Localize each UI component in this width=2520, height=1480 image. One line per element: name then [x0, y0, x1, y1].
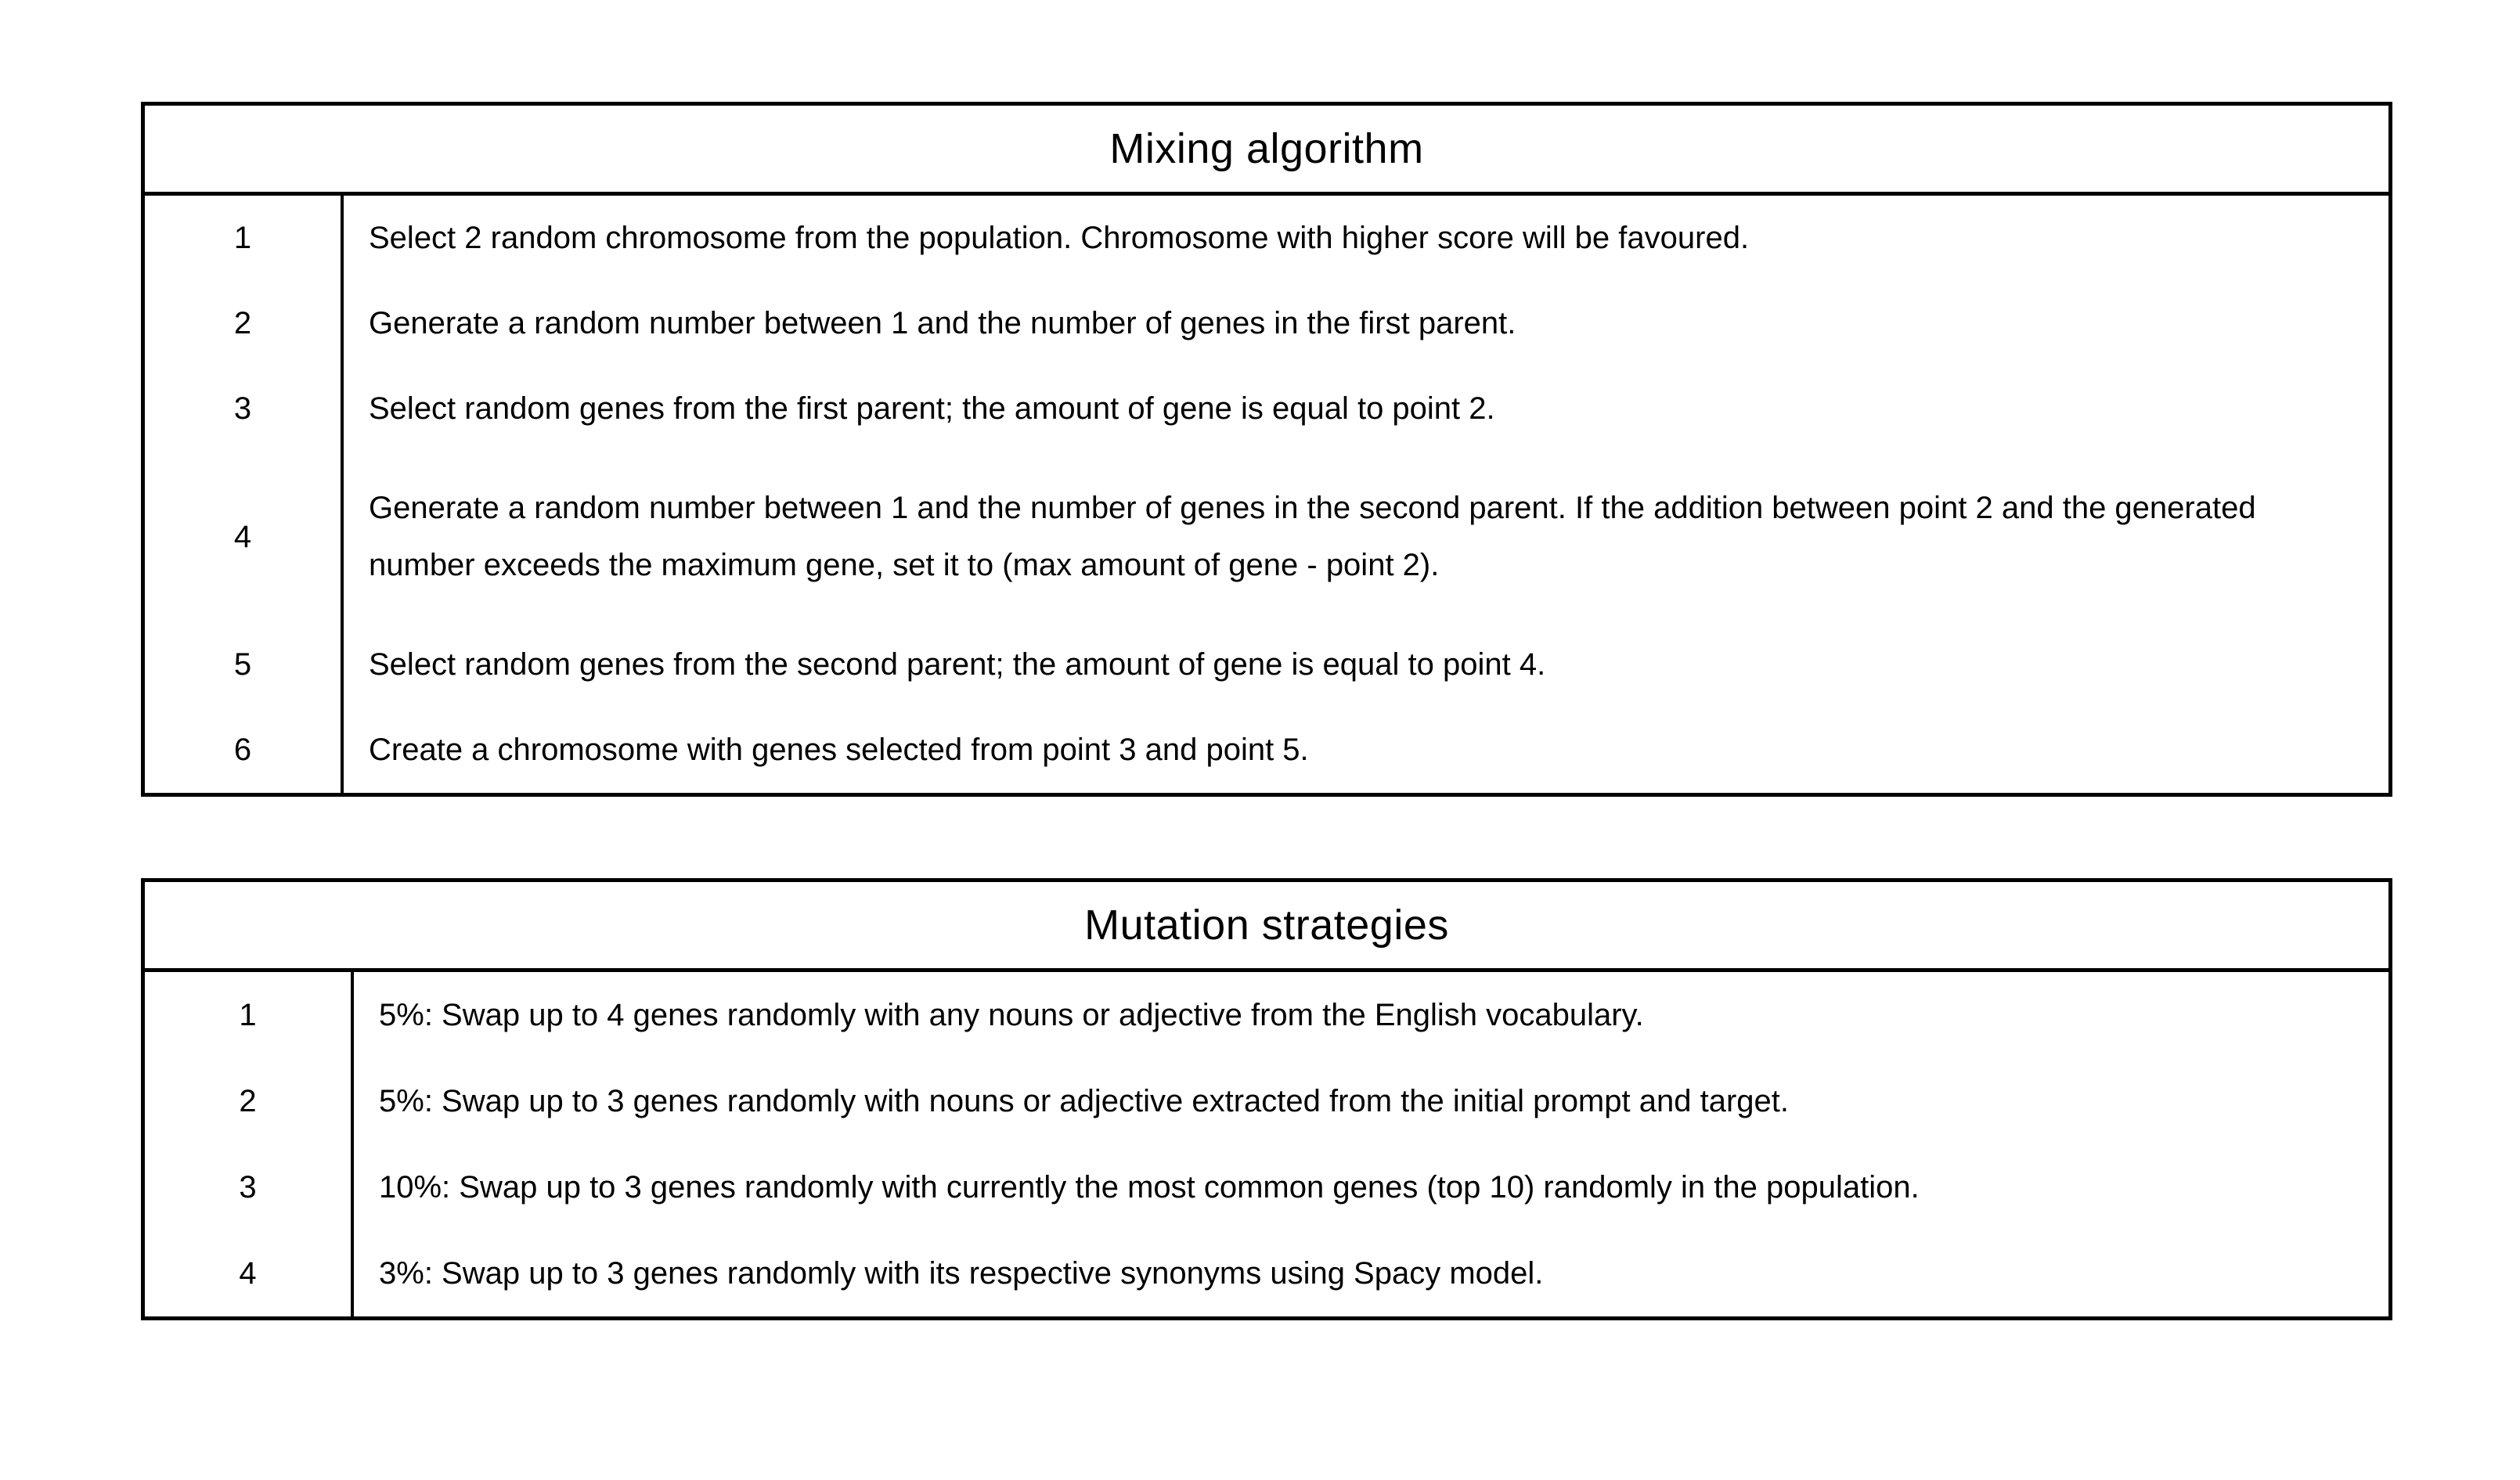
row-text-cell: Select random genes from the second pare… — [344, 622, 2388, 708]
row-text: 10%: Swap up to 3 genes randomly with cu… — [379, 1169, 1920, 1205]
row-number: 3 — [145, 366, 344, 452]
table-row: 6 Create a chromosome with genes selecte… — [145, 708, 2388, 793]
table-row: 1 Select 2 random chromosome from the po… — [145, 196, 2388, 281]
row-text: Select random genes from the second pare… — [369, 647, 1546, 682]
row-number: 1 — [145, 196, 344, 281]
row-number: 5 — [145, 622, 344, 708]
table-row: 2 5%: Swap up to 3 genes randomly with n… — [145, 1058, 2388, 1144]
row-text-cell: 10%: Swap up to 3 genes randomly with cu… — [354, 1144, 2388, 1230]
table-row: 3 10%: Swap up to 3 genes randomly with … — [145, 1144, 2388, 1230]
table-row: 5 Select random genes from the second pa… — [145, 622, 2388, 708]
row-text-cell: Select 2 random chromosome from the popu… — [344, 196, 2388, 281]
row-text: 5%: Swap up to 4 genes randomly with any… — [379, 997, 1644, 1032]
row-text: Select 2 random chromosome from the popu… — [369, 221, 1750, 255]
table-title-text: Mutation strategies — [1084, 902, 1449, 949]
row-number: 1 — [145, 972, 354, 1058]
table-row: 4 3%: Swap up to 3 genes randomly with i… — [145, 1230, 2388, 1316]
row-text-cell: 3%: Swap up to 3 genes randomly with its… — [354, 1230, 2388, 1316]
row-text-cell: Generate a random number between 1 and t… — [344, 281, 2388, 366]
row-text-cell: Generate a random number between 1 and t… — [344, 452, 2388, 622]
table-row: 4 Generate a random number between 1 and… — [145, 452, 2388, 622]
row-text-cell: Create a chromosome with genes selected … — [344, 708, 2388, 793]
row-number: 2 — [145, 1058, 354, 1144]
row-number: 4 — [145, 1230, 354, 1316]
row-text: Create a chromosome with genes selected … — [369, 733, 1309, 767]
mixing-algorithm-table: Mixing algorithm 1 Select 2 random chrom… — [141, 102, 2392, 797]
row-number: 2 — [145, 281, 344, 366]
row-text: Select random genes from the first paren… — [369, 391, 1495, 426]
mixing-algorithm-title: Mixing algorithm — [145, 106, 2388, 196]
row-text-cell: 5%: Swap up to 4 genes randomly with any… — [354, 972, 2388, 1058]
row-text: 5%: Swap up to 3 genes randomly with nou… — [379, 1083, 1789, 1118]
row-text-cell: Select random genes from the first paren… — [344, 366, 2388, 452]
row-text: Generate a random number between 1 and t… — [369, 491, 2256, 582]
row-text: Generate a random number between 1 and t… — [369, 306, 1516, 340]
mutation-strategies-table: Mutation strategies 1 5%: Swap up to 4 g… — [141, 878, 2392, 1320]
row-text: 3%: Swap up to 3 genes randomly with its… — [379, 1255, 1544, 1291]
table-title-text: Mixing algorithm — [1109, 125, 1424, 172]
table-row: 1 5%: Swap up to 4 genes randomly with a… — [145, 972, 2388, 1058]
table-row: 3 Select random genes from the first par… — [145, 366, 2388, 452]
row-number: 3 — [145, 1144, 354, 1230]
row-number: 4 — [145, 452, 344, 622]
row-text-cell: 5%: Swap up to 3 genes randomly with nou… — [354, 1058, 2388, 1144]
row-number: 6 — [145, 708, 344, 793]
mutation-strategies-title: Mutation strategies — [145, 882, 2388, 972]
table-row: 2 Generate a random number between 1 and… — [145, 281, 2388, 366]
